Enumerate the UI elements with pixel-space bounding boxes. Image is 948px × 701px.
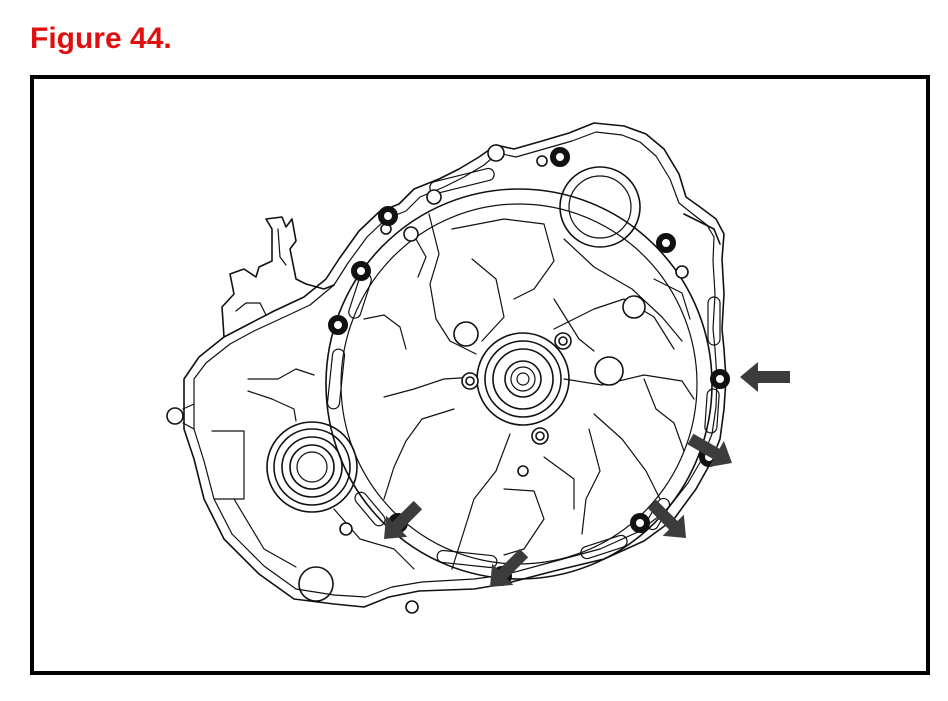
small-holes [339, 144, 689, 614]
arrow [687, 433, 733, 467]
pointer-arrows [384, 362, 790, 587]
housing-outline [183, 122, 727, 608]
bolt [630, 513, 650, 533]
bolt [351, 261, 371, 281]
bolt [378, 206, 398, 226]
upper-right-ear [683, 213, 721, 245]
bolt [656, 233, 676, 253]
upper-left-bracket [221, 216, 335, 338]
bolt [550, 147, 570, 167]
differential-bore [266, 421, 358, 513]
arrow [490, 548, 529, 587]
transmission-case-diagram [166, 122, 790, 614]
arrow [740, 362, 790, 392]
flange-slots [326, 167, 721, 569]
lower-left-bore [298, 566, 334, 602]
figure-title: Figure 44. [30, 22, 172, 55]
bolt [328, 315, 348, 335]
upper-right-bore [559, 166, 641, 248]
diagram-frame [30, 75, 930, 675]
case-ribs [247, 213, 695, 570]
main-shaft-bore [476, 332, 570, 426]
bolt [710, 369, 730, 389]
arrow [647, 499, 686, 538]
arrow [384, 500, 423, 539]
